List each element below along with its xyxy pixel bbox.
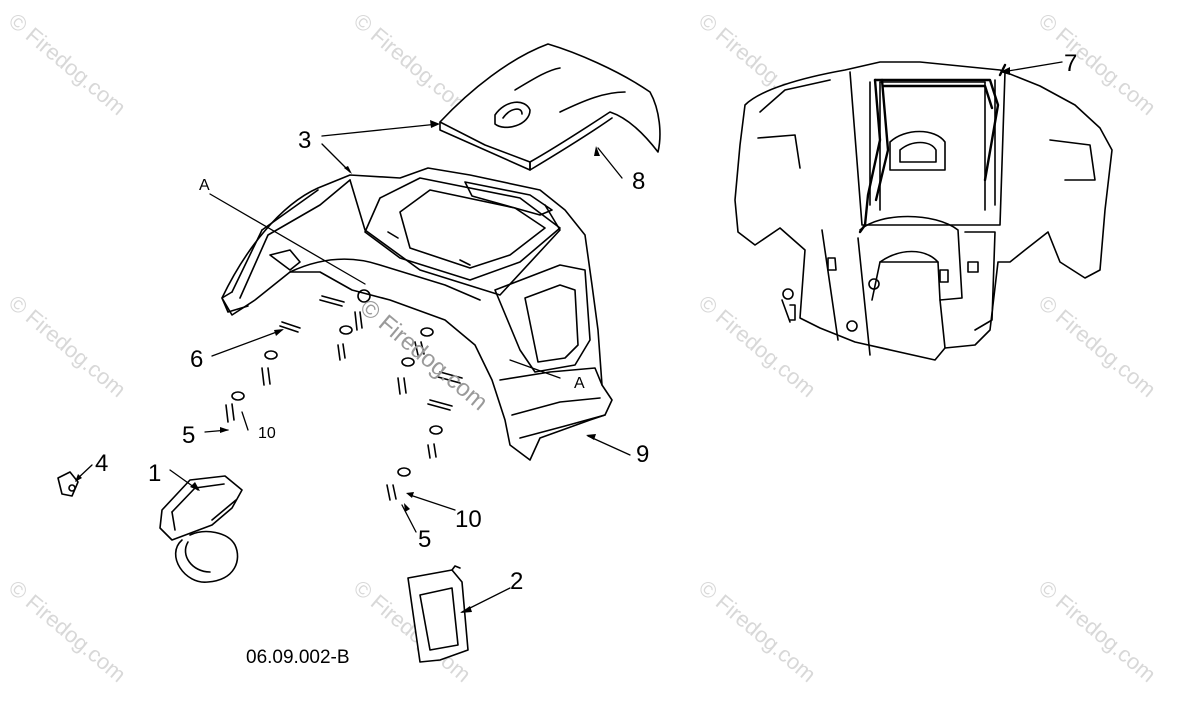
callout-5: 5 [418, 526, 432, 553]
callout-5: 5 [182, 422, 196, 449]
callout-10: 10 [455, 506, 482, 533]
view-label-a: A [574, 375, 585, 392]
wiring-harness [858, 63, 1007, 234]
callout-2: 2 [510, 568, 524, 595]
callout-7: 7 [1064, 50, 1078, 77]
callout-1: 1 [148, 460, 162, 487]
callout-3: 3 [298, 127, 312, 154]
callout-4: 4 [95, 450, 109, 477]
leader-lines [75, 61, 1063, 613]
callout-6: 6 [190, 346, 204, 373]
front-body-shell [221, 167, 613, 461]
bolts [225, 295, 463, 501]
clip-part [57, 471, 79, 497]
drawing-code: 06.09.002-B [246, 647, 350, 668]
washers [231, 289, 443, 477]
view-label-a: A [199, 177, 210, 194]
lens-bracket [407, 565, 469, 663]
top-cover-part [439, 43, 661, 171]
lamp-assembly [159, 475, 243, 583]
callout-10: 10 [258, 425, 276, 442]
callout-8: 8 [632, 168, 646, 195]
callout-9: 9 [636, 441, 650, 468]
arrowheads [75, 67, 1010, 613]
rear-housing-view [734, 61, 1113, 361]
